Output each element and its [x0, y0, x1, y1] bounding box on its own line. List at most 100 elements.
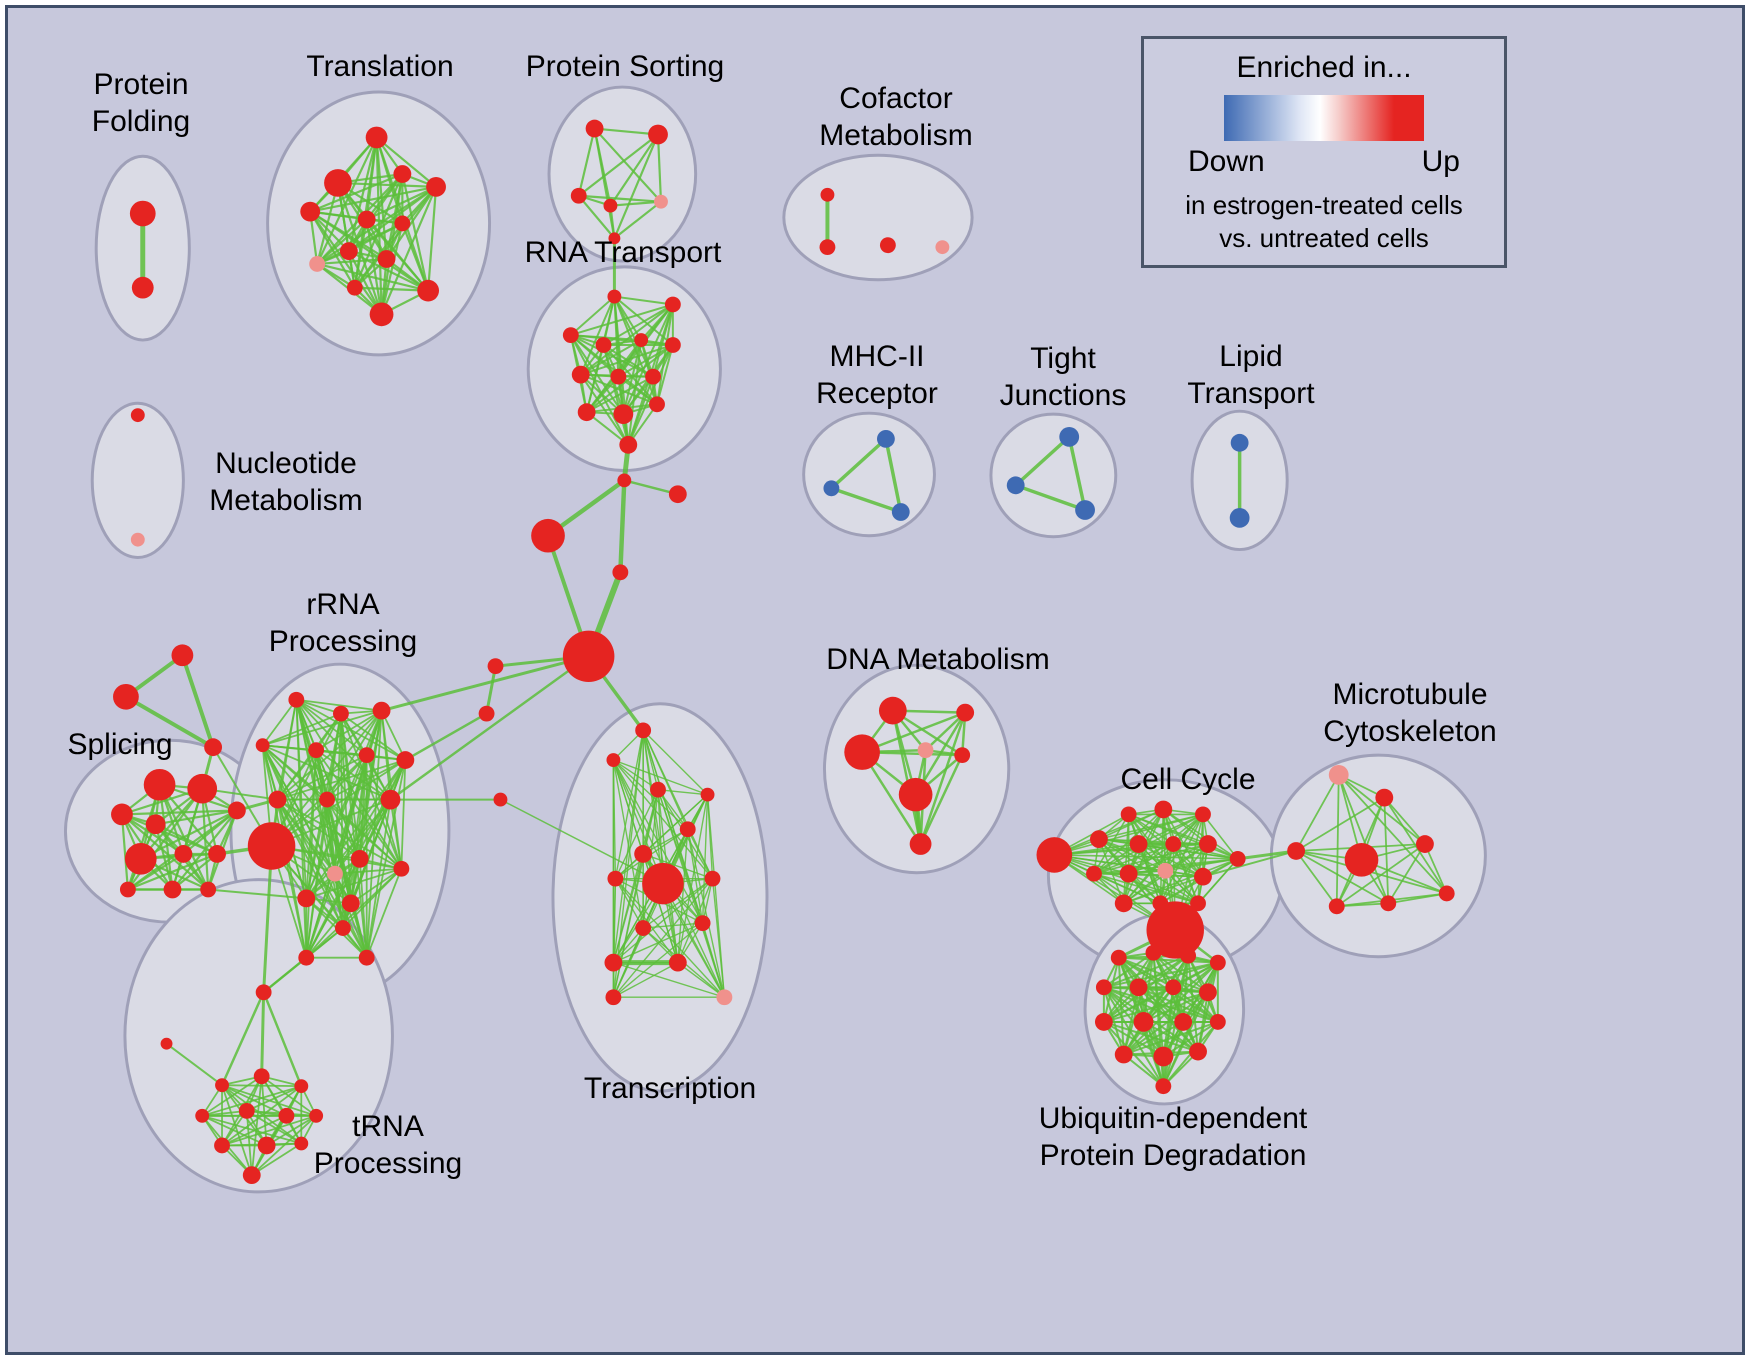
node-up-rna-transport-4	[634, 333, 649, 347]
network-edge	[171, 809, 238, 891]
figure-canvas: Enriched in... Down Up in estrogen-treat…	[5, 5, 1745, 1355]
network-edge	[385, 185, 438, 261]
network-edge	[593, 127, 663, 203]
network-edge	[1093, 872, 1199, 905]
network-edge	[614, 789, 659, 880]
node-up-trna-core-9	[294, 1136, 309, 1151]
network-edge	[400, 759, 407, 870]
node-down-mhc-ii-1	[823, 480, 840, 497]
network-edge	[1098, 808, 1165, 840]
network-edge	[295, 698, 308, 959]
network-edge	[642, 922, 704, 929]
node-up-ubiquitin-14	[1189, 1042, 1207, 1061]
network-edge	[860, 711, 967, 754]
network-edge	[316, 185, 438, 266]
cluster-label-splicing: Splicing	[67, 728, 173, 761]
network-edge	[1013, 435, 1071, 488]
node-down-tight-junctions-0	[1059, 427, 1080, 447]
node-up-rrna-processing-5	[358, 747, 375, 764]
network-edge	[1162, 986, 1175, 1088]
network-edge	[305, 857, 361, 959]
node-up-cofactor-metabolism-2	[879, 237, 896, 254]
node-up-trna-core-6	[309, 1108, 324, 1123]
legend-down-label: Down	[1188, 145, 1265, 178]
network-edge	[1201, 849, 1298, 878]
network-edge	[221, 1114, 288, 1147]
node-up-rna-transport-7	[610, 368, 627, 385]
node-up-trna-top-1	[160, 1037, 173, 1050]
network-edge	[353, 172, 404, 289]
network-edge	[1162, 1020, 1219, 1058]
node-pink-cofactor-metabolism-3	[935, 240, 950, 255]
network-edge	[687, 828, 714, 880]
network-edge	[265, 1114, 318, 1147]
network-edge	[315, 709, 383, 752]
network-edge	[609, 200, 663, 207]
node-up-rna-transport-10	[613, 404, 634, 425]
network-edge	[884, 437, 903, 514]
network-edge	[579, 344, 674, 376]
node-up-splicing-3	[145, 814, 166, 835]
node-up-splicing-0	[143, 768, 176, 801]
network-edge	[334, 759, 407, 875]
node-up-cell-cycle-10	[1119, 864, 1138, 883]
network-edge	[276, 754, 368, 801]
node-up-cell-cycle-0	[1036, 837, 1073, 873]
node-up-trna-top-0	[255, 984, 272, 1001]
node-up-rna-transport-2	[562, 327, 579, 344]
legend-endpoints: Down Up	[1144, 145, 1504, 179]
network-edge	[427, 185, 438, 292]
node-up-trna-core-2	[294, 1079, 309, 1094]
node-up-splicing-1	[187, 773, 218, 804]
network-edge	[1202, 813, 1239, 860]
network-edge	[316, 262, 430, 292]
node-up-splicing-5	[124, 843, 157, 875]
network-edge	[1337, 773, 1448, 895]
node-up-ubiquitin-2	[1180, 947, 1197, 964]
network-edge	[617, 344, 674, 378]
network-edge	[612, 877, 714, 998]
node-up-protein-sorting-1	[648, 124, 668, 145]
network-edge	[569, 334, 630, 446]
network-edge	[579, 295, 616, 376]
legend-up-label: Up	[1421, 145, 1460, 178]
network-edge	[569, 295, 616, 337]
cluster-ellipse-cofactor-metabolism	[782, 153, 974, 282]
network-edge	[276, 759, 407, 801]
network-edge	[1164, 858, 1239, 872]
node-up-connectors-6	[478, 705, 495, 722]
network-edge	[139, 809, 238, 860]
network-edge	[1162, 1020, 1185, 1088]
network-edge	[1102, 986, 1175, 1023]
network-edge	[1142, 991, 1209, 1023]
network-edge	[677, 961, 726, 998]
network-edge	[1295, 850, 1338, 908]
node-up-dna-metabolism-1	[956, 703, 975, 722]
legend-box: Enriched in... Down Up in estrogen-treat…	[1141, 36, 1507, 268]
network-edge	[1067, 435, 1087, 512]
network-edge	[613, 133, 660, 240]
network-edge	[627, 339, 643, 446]
network-edge	[389, 655, 590, 801]
node-up-rrna-processing-1	[333, 705, 349, 722]
node-pink-cell-cycle-11	[1157, 862, 1174, 879]
node-up-rrna-processing-10	[247, 822, 296, 870]
network-edge	[207, 888, 308, 900]
network-edge	[614, 877, 644, 929]
node-up-rna-transport-5	[664, 337, 681, 353]
node-up-rrna-processing-15	[341, 894, 360, 913]
node-up-rrna-processing-13	[393, 860, 410, 877]
node-up-translation-7	[339, 242, 358, 260]
node-up-trna-core-10	[242, 1166, 261, 1184]
network-edge	[919, 711, 967, 846]
network-edge	[642, 853, 714, 880]
network-edge	[919, 753, 964, 846]
network-edge	[276, 798, 361, 860]
network-edge	[623, 479, 680, 496]
node-up-translation-0	[365, 126, 388, 149]
node-up-tri-2	[204, 738, 223, 757]
network-edge	[276, 749, 318, 801]
network-edge	[201, 1085, 303, 1117]
